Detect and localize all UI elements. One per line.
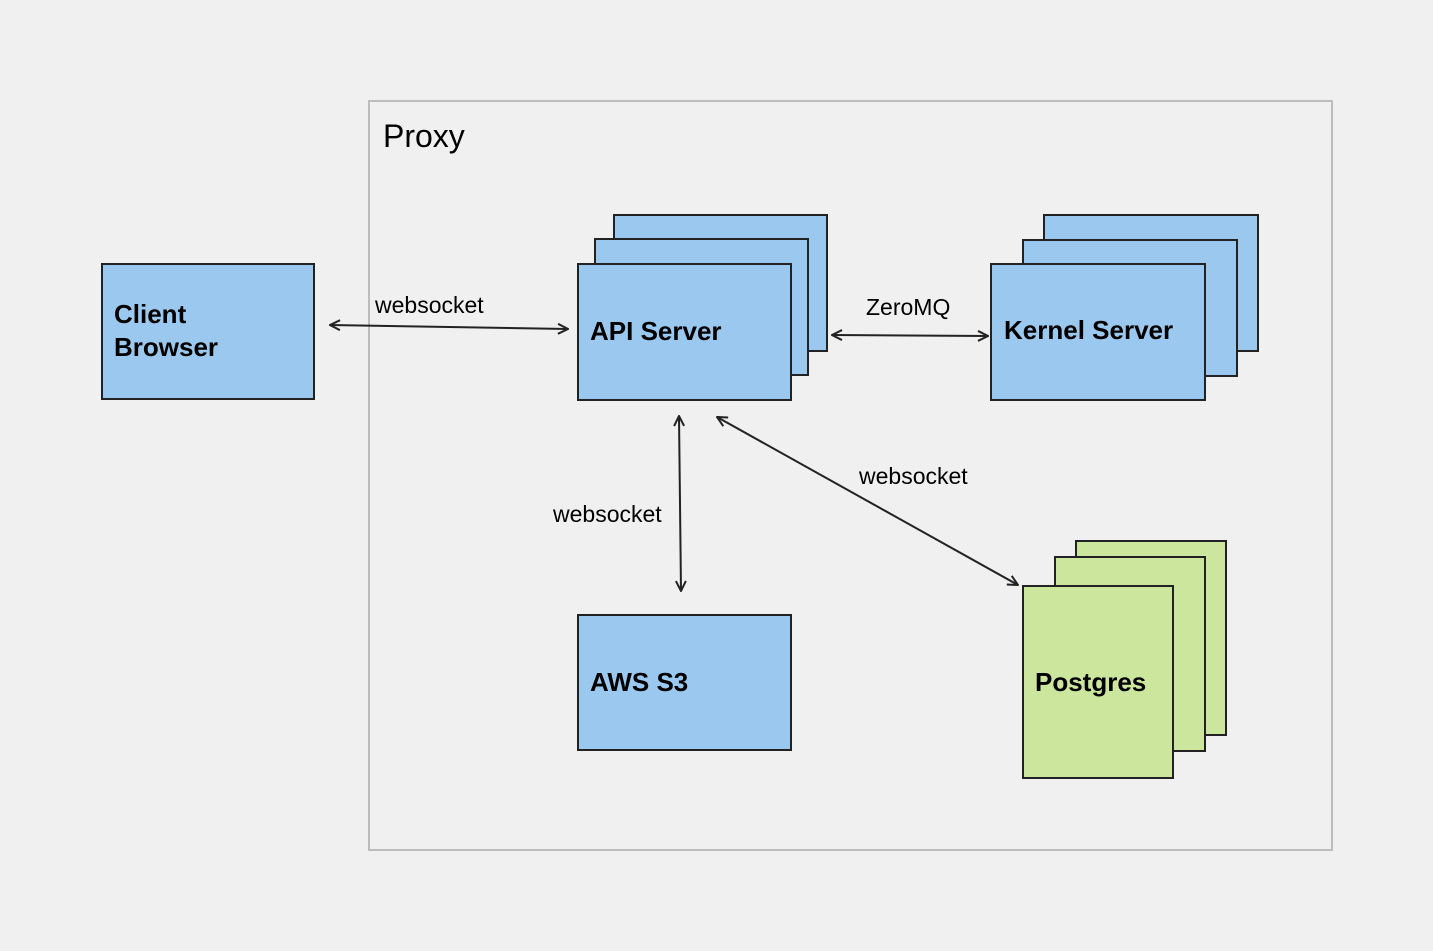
edge-api-postgres: websocket xyxy=(717,417,1018,585)
edge-api-s3: websocket xyxy=(552,416,681,591)
postgres-label: Postgres xyxy=(1035,667,1146,697)
client-browser-label-line1: Client xyxy=(114,299,187,329)
kernel-server-node[interactable]: Kernel Server xyxy=(990,214,1259,401)
aws-s3-label: AWS S3 xyxy=(590,667,688,697)
edge-api-kernel: ZeroMQ xyxy=(832,294,988,336)
client-browser-label-line2: Browser xyxy=(114,332,218,362)
postgres-stack-front xyxy=(1022,585,1174,779)
edge-api-kernel-label: ZeroMQ xyxy=(866,294,950,320)
edge-client-api-label: websocket xyxy=(374,292,484,318)
kernel-server-stack-front xyxy=(990,263,1206,401)
edge-api-s3-label: websocket xyxy=(552,501,662,527)
client-browser-node[interactable]: Client Browser xyxy=(101,263,315,400)
api-server-stack-front xyxy=(577,263,792,401)
aws-s3-node[interactable]: AWS S3 xyxy=(577,614,792,751)
kernel-server-label: Kernel Server xyxy=(1004,315,1173,345)
proxy-group xyxy=(368,100,1333,851)
api-server-node[interactable]: API Server xyxy=(577,214,828,401)
edge-client-api: websocket xyxy=(330,292,568,329)
proxy-group-label: Proxy xyxy=(383,118,465,154)
edge-api-postgres-label: websocket xyxy=(858,463,968,489)
postgres-node[interactable]: Postgres xyxy=(1022,540,1227,779)
api-server-label: API Server xyxy=(590,316,722,346)
